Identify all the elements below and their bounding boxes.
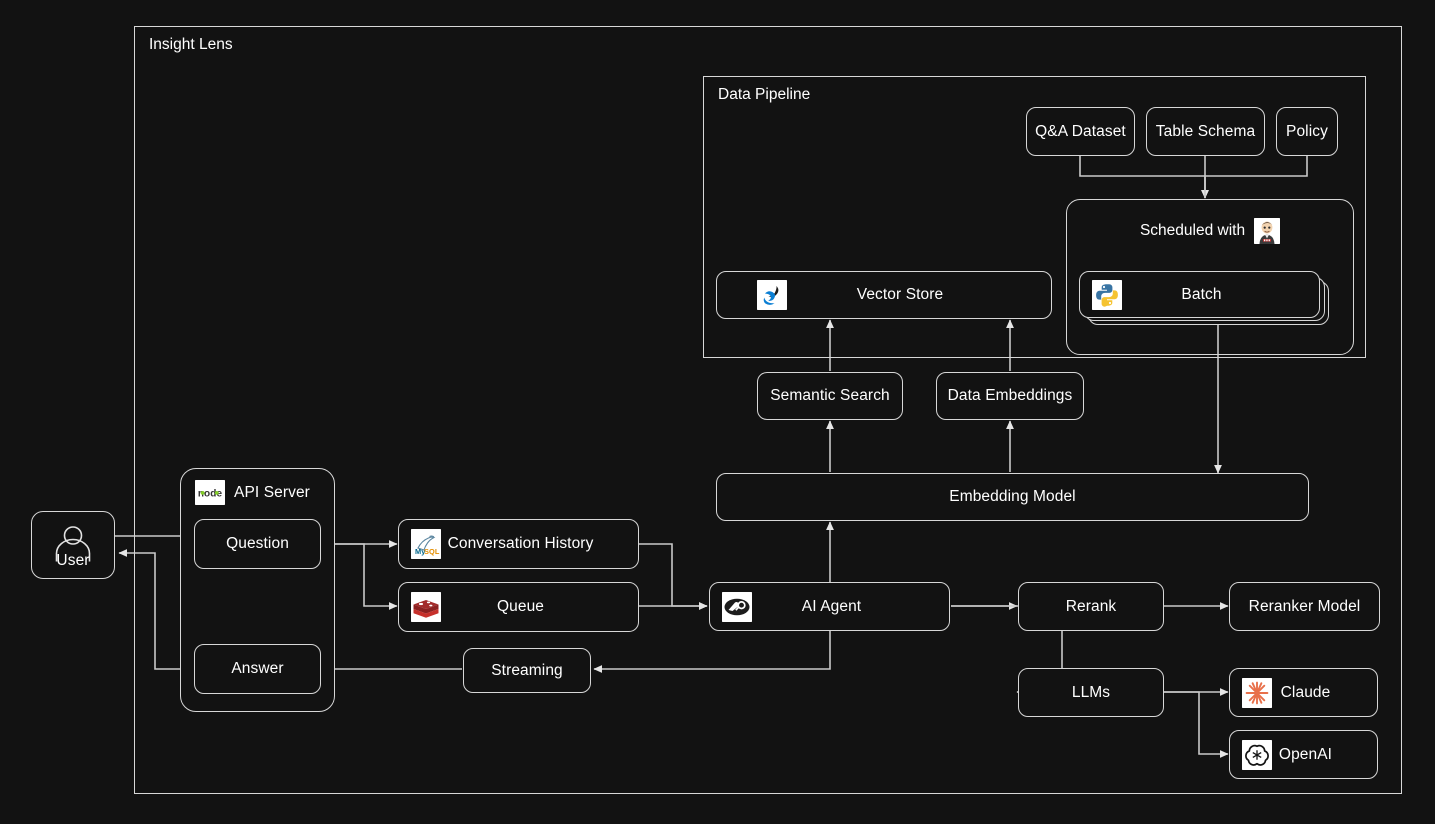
node-user[interactable]: User [31, 511, 115, 579]
node-label-question: Question [226, 535, 289, 552]
node-label-api-server: API Server [234, 483, 310, 501]
group-label-data-pipeline: Data Pipeline [718, 86, 811, 103]
node-data-embeddings[interactable]: Data Embeddings [936, 372, 1084, 420]
node-label-user: User [56, 552, 90, 569]
node-conversation-history[interactable]: My SQL Conversation History [398, 519, 639, 569]
node-label-streaming: Streaming [491, 661, 563, 679]
node-label-conversation-history: Conversation History [447, 535, 594, 552]
node-answer[interactable]: Answer [194, 644, 321, 694]
node-table-schema[interactable]: Table Schema [1146, 107, 1265, 156]
group-scheduler: Scheduled with [1066, 199, 1354, 355]
node-batch[interactable]: Batch [1079, 271, 1320, 318]
node-label-vector-store: Vector Store [856, 286, 944, 303]
node-label-reranker-model: Reranker Model [1248, 597, 1361, 615]
node-semantic-search[interactable]: Semantic Search [757, 372, 903, 420]
node-label-batch: Batch [1181, 285, 1222, 303]
claude-icon [1242, 677, 1272, 708]
group-data-pipeline: Data Pipeline [703, 76, 1366, 358]
node-label-data-embeddings: Data Embeddings [947, 387, 1073, 404]
node-rerank[interactable]: Rerank [1018, 582, 1164, 631]
nodejs-icon: node [195, 480, 225, 505]
scheduler-label: Scheduled with [1139, 222, 1246, 239]
node-label-policy: Policy [1286, 122, 1328, 140]
node-ai-agent[interactable]: AI Agent [709, 582, 950, 631]
group-label-insight-lens: Insight Lens [149, 36, 233, 53]
scheduler-title: Scheduled with [1067, 218, 1353, 244]
node-label-claude: Claude [1280, 683, 1331, 701]
node-label-llms: LLMs [1071, 683, 1111, 701]
milvus-icon [757, 280, 787, 310]
svg-text:SQL: SQL [424, 547, 440, 556]
node-label-answer: Answer [231, 660, 284, 677]
redis-icon [411, 592, 441, 622]
node-streaming[interactable]: Streaming [463, 648, 591, 693]
node-label-openai: OpenAI [1278, 745, 1333, 763]
node-label-embedding-model: Embedding Model [949, 488, 1076, 505]
node-question[interactable]: Question [194, 519, 321, 569]
openai-icon [1242, 739, 1272, 770]
node-llms[interactable]: LLMs [1018, 668, 1164, 717]
node-label-semantic-search: Semantic Search [770, 387, 890, 404]
node-reranker-model[interactable]: Reranker Model [1229, 582, 1380, 631]
node-qa-dataset[interactable]: Q&A Dataset [1026, 107, 1135, 156]
node-embedding-model[interactable]: Embedding Model [716, 473, 1309, 521]
group-insight-lens: Insight Lens [134, 26, 1402, 794]
mysql-icon: My SQL [411, 529, 441, 559]
node-vector-store[interactable]: Vector Store [716, 271, 1052, 319]
svg-text:My: My [415, 547, 426, 556]
node-openai[interactable]: OpenAI [1229, 730, 1378, 779]
node-queue[interactable]: Queue [398, 582, 639, 632]
node-label-queue: Queue [496, 598, 545, 615]
node-label-qa-dataset: Q&A Dataset [1035, 122, 1126, 140]
langchain-icon [722, 591, 752, 622]
user-avatar-icon [51, 526, 95, 567]
node-policy[interactable]: Policy [1276, 107, 1338, 156]
svg-text:node: node [198, 489, 223, 500]
node-claude[interactable]: Claude [1229, 668, 1378, 717]
python-icon [1092, 279, 1122, 310]
jenkins-icon [1254, 218, 1281, 244]
node-label-table-schema: Table Schema [1155, 122, 1256, 140]
node-label-rerank: Rerank [1065, 597, 1117, 615]
node-label-ai-agent: AI Agent [801, 597, 862, 615]
